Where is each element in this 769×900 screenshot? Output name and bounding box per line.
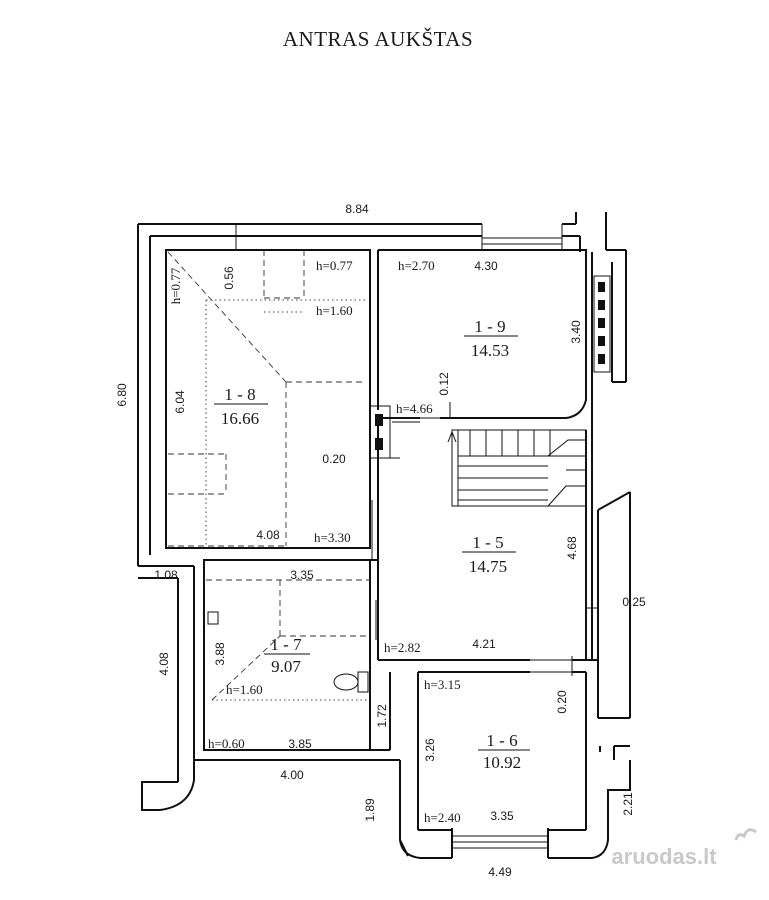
height-label: h=0.60 (208, 736, 245, 751)
room-label-1-9: 1 - 9 14.53 (464, 317, 518, 360)
dim-label: 1.72 (375, 704, 389, 728)
dim-label: 0.12 (437, 372, 451, 396)
dimension-labels: 8.84 6.80 1.08 4.08 4.00 1.89 4.49 2.21 … (115, 202, 646, 879)
dim-label: 2.21 (621, 792, 635, 816)
room-area: 14.53 (471, 341, 509, 360)
room-id: 1 - 9 (474, 317, 505, 336)
dim-label: 6.80 (115, 383, 129, 407)
room-id: 1 - 5 (472, 533, 503, 552)
room-id: 1 - 7 (270, 635, 302, 654)
dim-label: 1.08 (154, 568, 178, 582)
height-label: h=2.40 (424, 810, 461, 825)
staircase (447, 429, 587, 507)
dim-label: 4.08 (157, 652, 171, 676)
exterior-walls (137, 212, 631, 859)
height-label: h=1.60 (316, 303, 353, 318)
dim-label: 4.30 (474, 259, 498, 273)
interior-walls (165, 249, 587, 751)
height-label: h=3.30 (314, 530, 351, 545)
height-label: h=2.82 (384, 640, 421, 655)
dim-label: 3.35 (290, 568, 314, 582)
dim-label: 0.25 (622, 595, 646, 609)
room-area: 14.75 (469, 557, 507, 576)
room-id: 1 - 6 (486, 731, 517, 750)
dim-label: 6.04 (173, 390, 187, 414)
dim-label: 4.00 (280, 768, 304, 782)
height-label: h=3.15 (424, 677, 461, 692)
dim-label: 1.89 (363, 798, 377, 822)
room-area: 10.92 (483, 753, 521, 772)
roof-lines (167, 250, 370, 701)
dim-label: 0.20 (322, 452, 346, 466)
height-labels: h=0.77 h=1.60 h=3.30 h=2.70 h=4.66 h=2.8… (168, 258, 461, 825)
house-icon (734, 828, 757, 841)
dim-label: 3.85 (288, 737, 312, 751)
dim-label: 0.56 (222, 266, 236, 290)
room-label-1-8: 1 - 8 16.66 (214, 385, 268, 428)
room-area: 9.07 (271, 657, 301, 676)
height-label: h=1.60 (226, 682, 263, 697)
height-label: h=4.66 (396, 401, 433, 416)
dim-label: 4.68 (565, 536, 579, 560)
dim-label: 3.26 (423, 738, 437, 762)
dim-label: 4.49 (488, 865, 512, 879)
dim-label: 8.84 (345, 202, 369, 216)
height-label: h=2.70 (398, 258, 435, 273)
plan-title: ANTRAS AUKŠTAS (283, 27, 473, 51)
room-label-1-6: 1 - 6 10.92 (478, 731, 530, 772)
room-area: 16.66 (221, 409, 259, 428)
dim-label: 0.20 (555, 690, 569, 714)
dim-label: 3.88 (213, 642, 227, 666)
dim-label: 4.21 (472, 637, 496, 651)
dim-label: 4.08 (256, 528, 280, 542)
watermark: aruodas.lt (611, 828, 757, 869)
room-label-1-5: 1 - 5 14.75 (462, 533, 516, 576)
vent-ducts (593, 275, 611, 373)
room-label-1-7: 1 - 7 9.07 (264, 635, 310, 676)
room-id: 1 - 8 (224, 385, 255, 404)
dimension-lines (235, 224, 598, 676)
dim-label: 3.40 (569, 320, 583, 344)
watermark-text: aruodas.lt (611, 844, 717, 869)
dim-label: 3.35 (490, 809, 514, 823)
height-label: h=0.77 (168, 267, 183, 304)
height-label: h=0.77 (316, 258, 353, 273)
